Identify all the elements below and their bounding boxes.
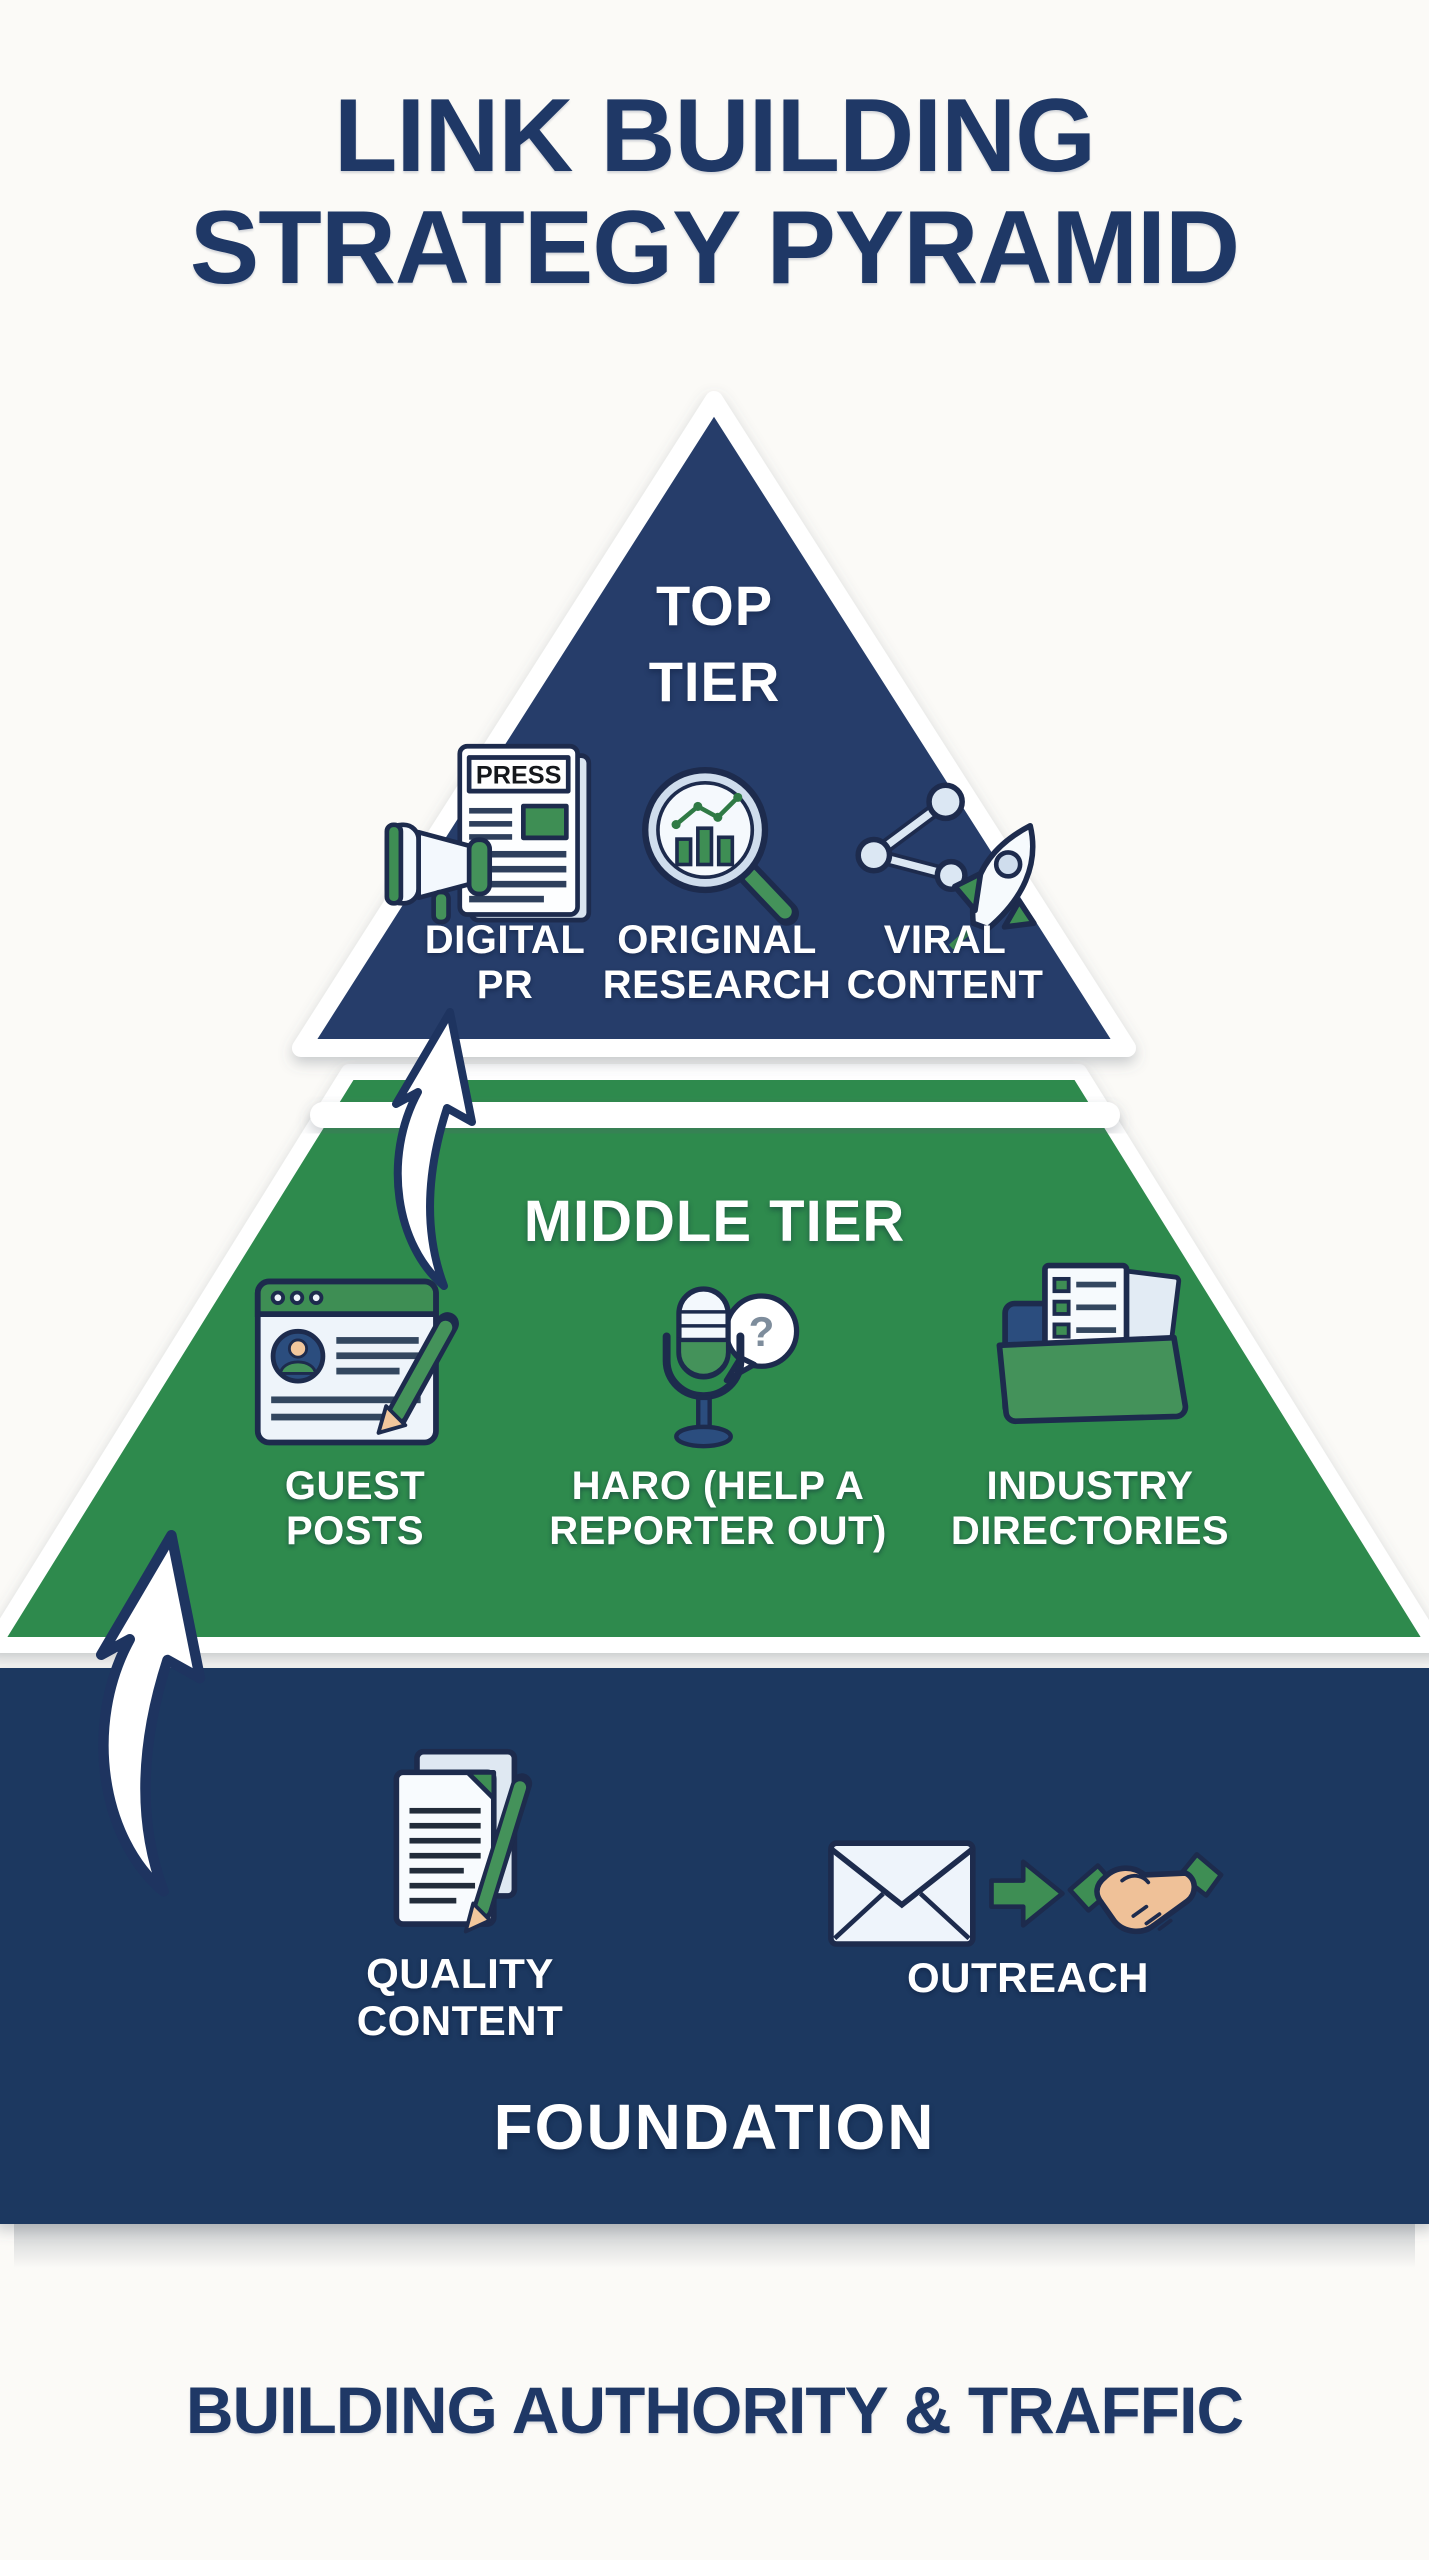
label-line: VIRAL bbox=[883, 918, 1007, 962]
label-line: INDUSTRY bbox=[986, 1464, 1194, 1508]
tier-label-middle: MIDDLE TIER bbox=[523, 1189, 906, 1254]
label-line: RESEARCH bbox=[602, 963, 832, 1008]
item-label-haro: HARO (HELP A REPORTER OUT) bbox=[548, 1464, 888, 1554]
item-label-viral-content: VIRAL CONTENT bbox=[820, 918, 1070, 1008]
label-line: REPORTER OUT) bbox=[549, 1509, 887, 1554]
share-rocket-icon bbox=[855, 782, 1037, 950]
press-label: PRESS bbox=[476, 762, 562, 790]
folder-directory-icon bbox=[996, 1262, 1189, 1425]
page-title: LINK BUILDING STRATEGY PYRAMID bbox=[0, 80, 1429, 305]
foundation-shadow bbox=[14, 2224, 1415, 2268]
tier-label-top-line-1: TOP bbox=[655, 574, 774, 637]
label-line: PR bbox=[476, 963, 534, 1008]
item-label-guest-posts: GUEST POSTS bbox=[230, 1464, 480, 1554]
label-line: OUTREACH bbox=[907, 1954, 1149, 2001]
foundation-shape bbox=[0, 1668, 1429, 2224]
microphone-question-icon: ? bbox=[662, 1286, 800, 1449]
item-label-quality-content: QUALITY CONTENT bbox=[330, 1950, 590, 2045]
question-mark-label: ? bbox=[749, 1308, 775, 1355]
label-line: GUEST bbox=[284, 1464, 426, 1508]
title-line-2: STRATEGY PYRAMID bbox=[189, 190, 1240, 307]
label-line: HARO (HELP A bbox=[571, 1464, 865, 1508]
middle-tier-separator-bar bbox=[310, 1102, 1120, 1128]
footer-tagline: BUILDING AUTHORITY & TRAFFIC bbox=[185, 2373, 1244, 2447]
item-label-industry-directories: INDUSTRY DIRECTORIES bbox=[950, 1464, 1230, 1554]
item-label-original-research: ORIGINAL RESEARCH bbox=[592, 918, 842, 1008]
tier-label-foundation: FOUNDATION bbox=[493, 2091, 936, 2163]
tier-label-top-line-2: TIER bbox=[648, 650, 781, 713]
item-label-outreach: OUTREACH bbox=[828, 1954, 1228, 2001]
tier-label-top: TOP TIER bbox=[0, 568, 1429, 720]
label-line: ORIGINAL bbox=[617, 918, 817, 962]
title-line-1: LINK BUILDING bbox=[333, 78, 1096, 194]
label-line: DIRECTORIES bbox=[950, 1509, 1230, 1554]
label-line: CONTENT bbox=[356, 1997, 564, 2045]
label-line: POSTS bbox=[285, 1509, 425, 1554]
envelope-arrow-handshake-icon bbox=[828, 1840, 1224, 1947]
label-line: DIGITAL bbox=[424, 918, 586, 962]
item-label-digital-pr: DIGITAL PR bbox=[380, 918, 630, 1008]
document-pen-icon bbox=[393, 1748, 533, 1934]
label-line: CONTENT bbox=[846, 963, 1044, 1008]
browser-article-pencil-icon bbox=[254, 1278, 459, 1446]
magnifier-chart-icon bbox=[642, 766, 800, 926]
label-line: QUALITY bbox=[366, 1950, 554, 1997]
megaphone-press-icon: PRESS bbox=[384, 743, 592, 925]
